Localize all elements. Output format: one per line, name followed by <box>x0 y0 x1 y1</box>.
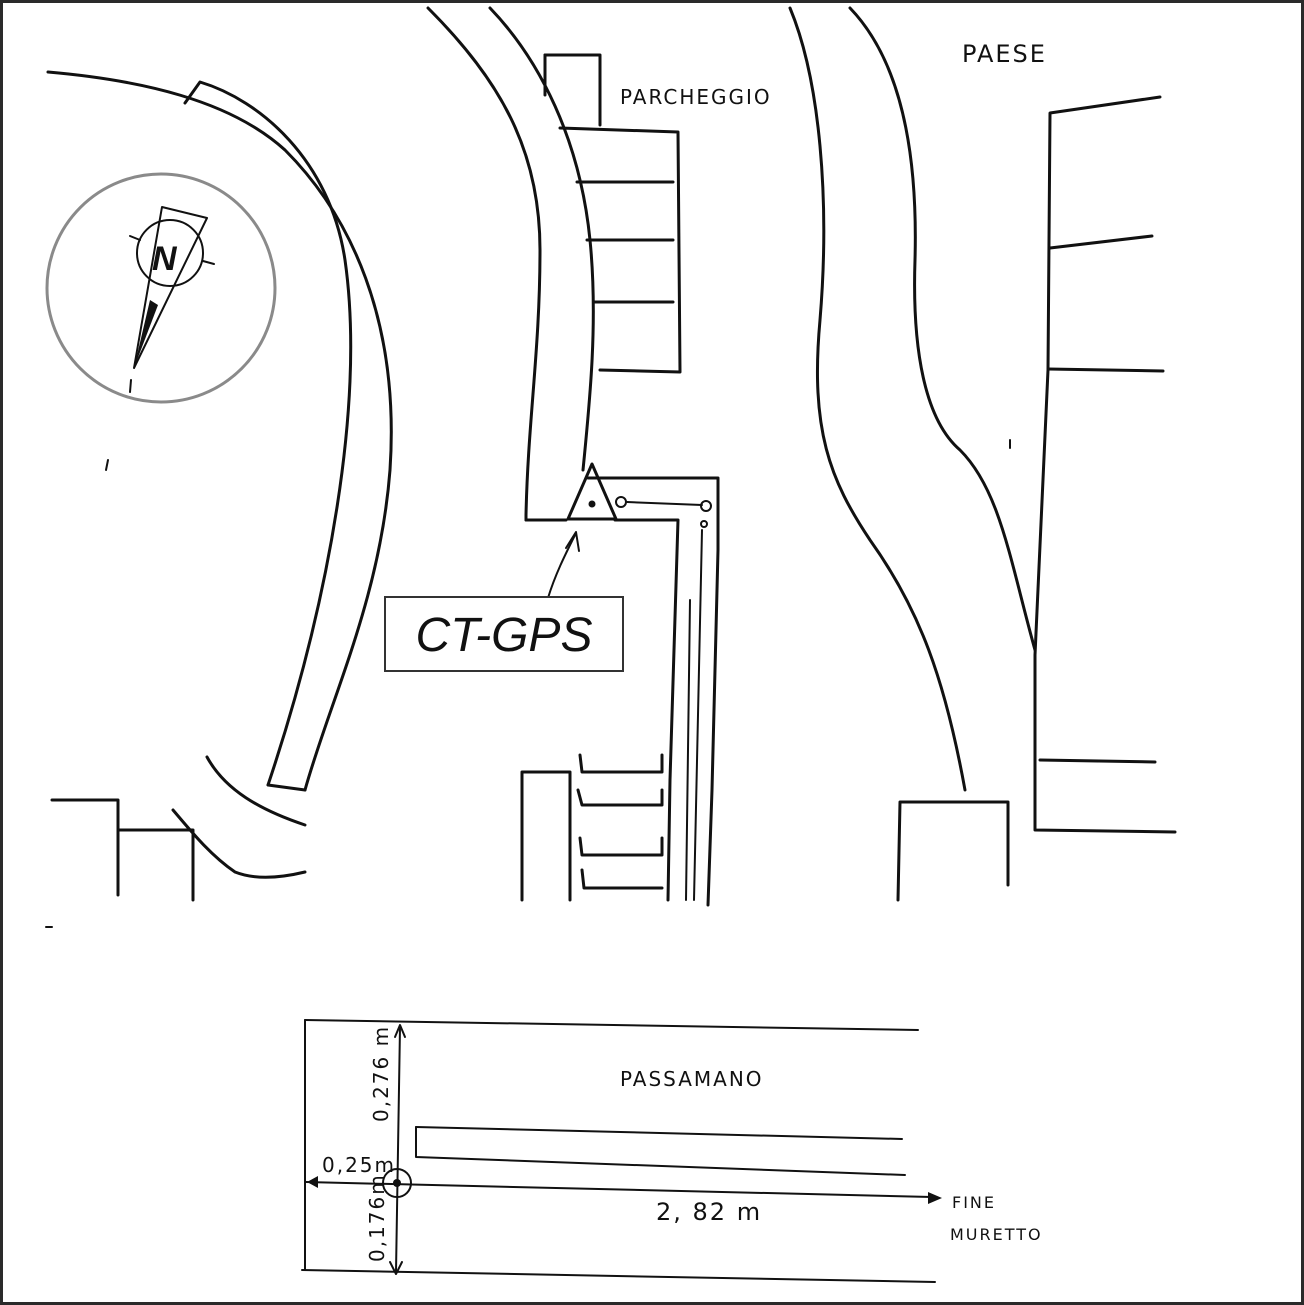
horizontal-dimension <box>305 1176 942 1204</box>
north-letter: N <box>152 240 178 278</box>
parking-label: PARCHEGGIO <box>620 85 772 109</box>
station-marker-icon <box>566 462 618 521</box>
vertical-dimension <box>389 1024 406 1275</box>
building-bottom-left <box>50 798 195 902</box>
station-label-box: CT-GPS <box>384 596 624 672</box>
sketch-drawing: N PAESE PARCHEGGIO CT-GPS PAS <box>45 6 1177 1283</box>
rail-corner-point-icon <box>700 500 712 512</box>
end-wall-label-line1: FINE <box>952 1193 996 1212</box>
dim-vertical-top-label: 0,276 m <box>369 1025 393 1122</box>
station-pointer-arrow <box>547 531 580 599</box>
dim-vertical-bottom-label: 0,176m <box>365 1173 389 1262</box>
rail-start-point-icon <box>615 496 627 508</box>
parking-top <box>543 53 682 374</box>
central-road <box>426 6 595 522</box>
compass-ring <box>45 172 277 404</box>
detail-diagram: PASSAMANO 0,276 m 0,25m 0,176m 2, 82 m F… <box>301 1019 1043 1283</box>
end-wall-label-line2: MURETTO <box>950 1225 1043 1244</box>
left-road <box>46 70 393 879</box>
station-label: CT-GPS <box>416 609 593 662</box>
dim-horizontal-left-label: 0,25m <box>322 1153 396 1177</box>
parking-bottom <box>520 753 664 902</box>
dim-horizontal-right-label: 2, 82 m <box>656 1198 762 1226</box>
building-right <box>1033 95 1177 834</box>
north-arrow-icon <box>129 206 215 393</box>
town-label: PAESE <box>962 40 1047 68</box>
compass-rose: N <box>45 172 277 404</box>
handrail-label: PASSAMANO <box>620 1067 764 1091</box>
handrail-track <box>586 476 720 907</box>
building-bottom-right <box>896 800 1010 902</box>
right-road <box>788 6 1037 792</box>
reference-point-icon <box>382 1168 412 1198</box>
